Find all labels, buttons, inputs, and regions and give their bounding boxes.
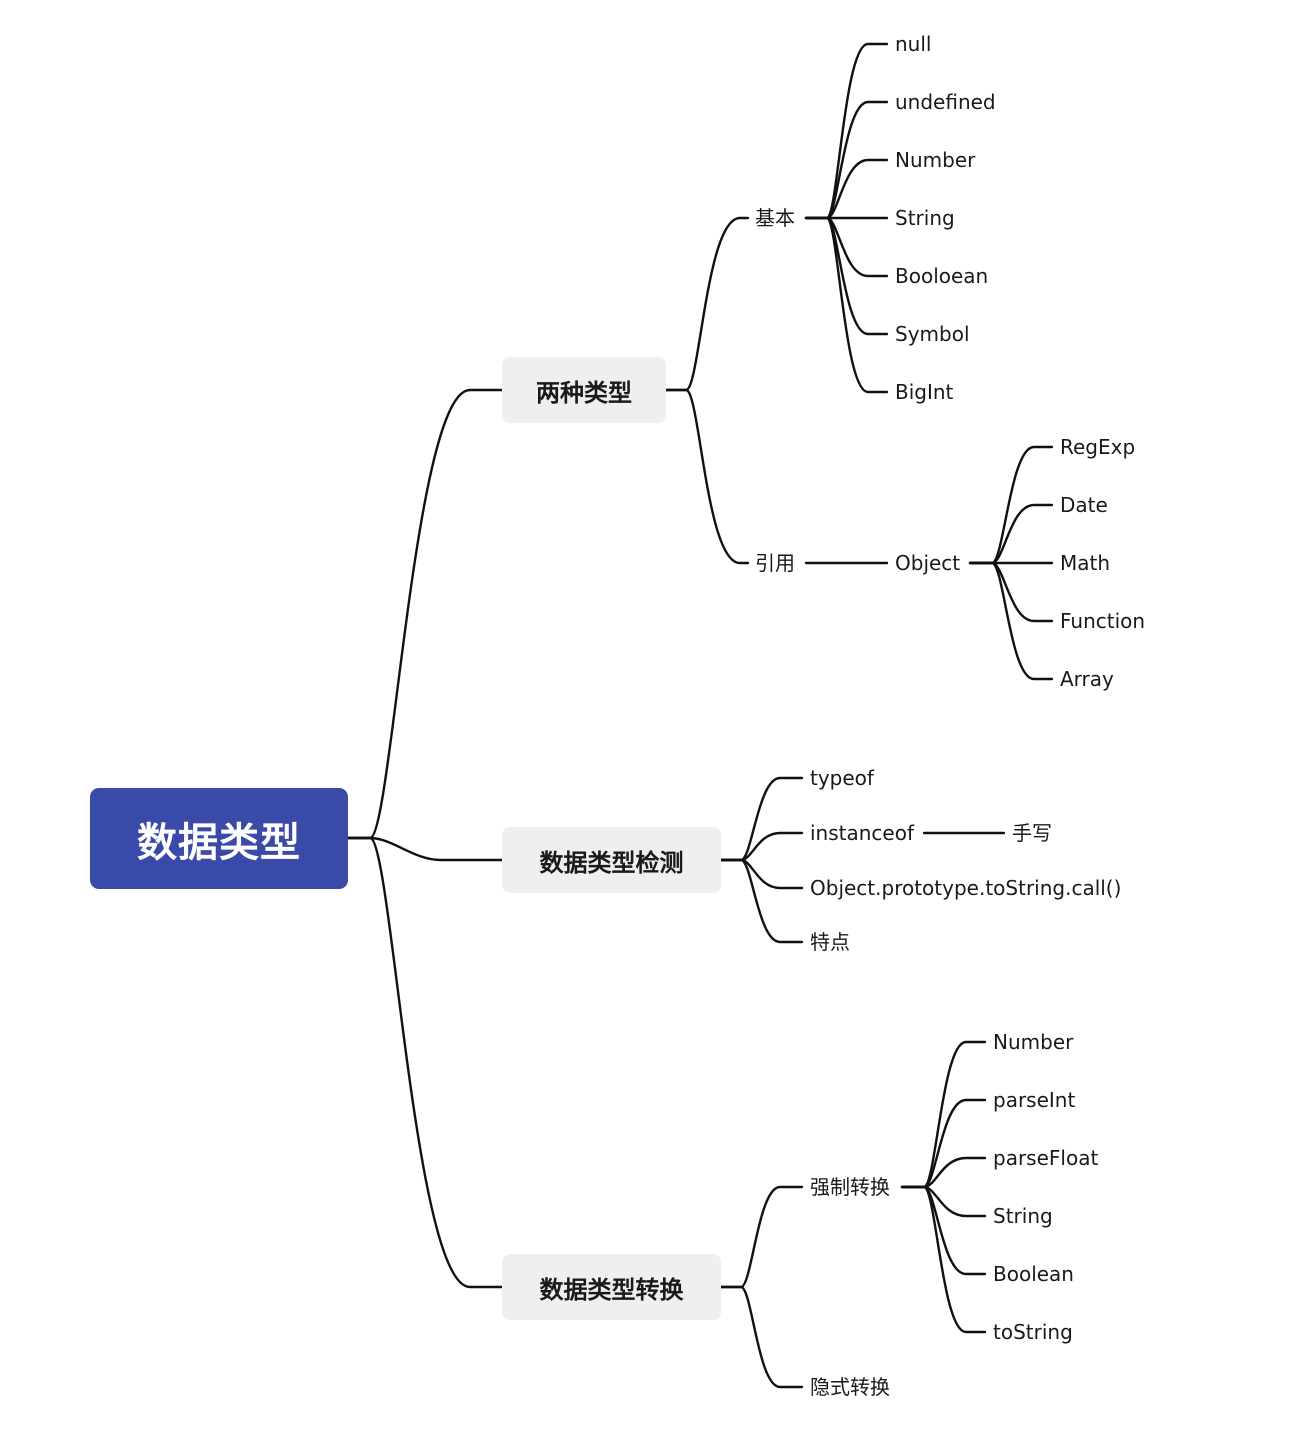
leaf-explicit-parseint[interactable]: parseInt [993,1088,1076,1112]
leaf-object-array[interactable]: Array [1060,667,1114,691]
link-detection-tostring [719,858,804,890]
leaf-explicit-tostring[interactable]: toString [993,1320,1073,1344]
link-object-date [968,503,1054,565]
link-types-reference [664,388,750,565]
root-node[interactable]: 数据类型 [90,788,348,889]
link-basic-bigint [804,216,889,394]
topic-type-conversion[interactable]: 数据类型转换 [502,1254,721,1320]
leaf-basic-null[interactable]: null [895,32,932,56]
link-root-detection [346,836,504,862]
leaf-detection-instanceof[interactable]: instanceof [810,821,915,845]
link-object-function [968,561,1054,623]
leaf-object-date[interactable]: Date [1060,493,1108,517]
leaf-detection-tostring[interactable]: Object.prototype.toString.call() [810,876,1122,900]
link-basic-null [804,42,889,220]
link-root-types [346,388,504,840]
link-explicit-number [900,1040,987,1189]
link-basic-booloean [804,216,889,278]
leaf-explicit-boolean[interactable]: Boolean [993,1262,1074,1286]
topic-two-types[interactable]: 两种类型 [502,357,666,423]
leaf-basic-number[interactable]: Number [895,148,976,172]
link-explicit-parseint [900,1098,987,1189]
topic-type-detection[interactable]: 数据类型检测 [502,827,721,893]
link-conversion-implicit [719,1285,804,1389]
leaf-basic-symbol[interactable]: Symbol [895,322,970,346]
link-explicit-parsefloat [900,1156,987,1189]
node-object[interactable]: Object [895,551,961,575]
link-detection-features [719,858,804,944]
node-explicit-conversion[interactable]: 强制转换 [810,1175,890,1199]
leaf-explicit-number[interactable]: Number [993,1030,1074,1054]
leaf-object-function[interactable]: Function [1060,609,1146,633]
leaf-basic-bigint[interactable]: BigInt [895,380,954,404]
leaf-basic-string[interactable]: String [895,206,955,230]
link-explicit-boolean [900,1185,987,1276]
link-explicit-string [900,1185,987,1218]
leaf-object-regexp[interactable]: RegExp [1060,435,1136,459]
link-basic-number [804,158,889,220]
link-types-basic [664,216,750,392]
node-implicit-conversion[interactable]: 隐式转换 [810,1375,890,1399]
leaf-instanceof-handwrite[interactable]: 手写 [1012,821,1052,845]
leaf-explicit-parsefloat[interactable]: parseFloat [993,1146,1099,1170]
leaf-basic-undefined[interactable]: undefined [895,90,996,114]
node-reference[interactable]: 引用 [755,551,795,575]
link-object-array [968,561,1054,681]
link-conversion-explicit [719,1185,804,1289]
link-explicit-tostring [900,1185,987,1334]
node-basic[interactable]: 基本 [755,206,795,230]
leaf-detection-typeof[interactable]: typeof [810,766,874,790]
leaf-explicit-string[interactable]: String [993,1204,1053,1228]
leaf-basic-booloean[interactable]: Booloean [895,264,989,288]
link-detection-typeof [719,776,804,862]
link-detection-instanceof [719,831,804,862]
link-root-conversion [346,836,504,1289]
leaf-object-math[interactable]: Math [1060,551,1111,575]
leaf-detection-features[interactable]: 特点 [810,930,850,954]
